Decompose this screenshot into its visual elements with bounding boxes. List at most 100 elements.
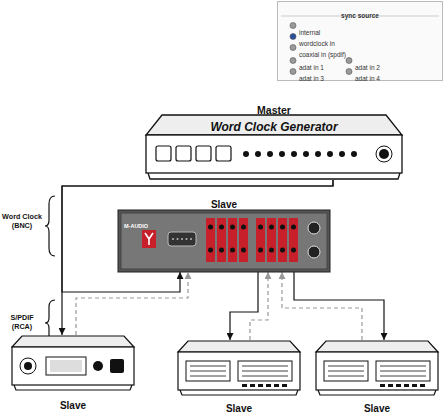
settings-panel: sync sourceinternalwordclock incoaxial i… — [277, 1, 443, 81]
device-top — [146, 115, 402, 135]
cable — [62, 180, 333, 335]
connector-pin — [181, 238, 183, 240]
device-text: adat in 2 — [355, 64, 380, 72]
slot-line — [328, 366, 364, 367]
connector-pin — [190, 238, 192, 240]
device-text: internal — [299, 29, 320, 37]
transport-key — [380, 384, 385, 387]
device-front — [12, 347, 134, 385]
jack-hole — [269, 225, 274, 230]
device-front — [316, 352, 438, 390]
knob — [20, 358, 36, 374]
jack-hole — [280, 225, 285, 230]
jack-hole — [241, 225, 246, 230]
tape-slot — [186, 361, 230, 381]
status-led — [243, 151, 249, 157]
radio-button — [290, 45, 296, 51]
cable — [230, 272, 258, 340]
device-text: Word Clock Generator — [210, 120, 337, 135]
slot-line — [190, 376, 226, 377]
rack-face — [121, 213, 327, 269]
rca-jack — [289, 218, 298, 262]
device-front — [178, 352, 300, 390]
display — [238, 361, 292, 381]
knob-cap — [379, 149, 389, 159]
phone-jack — [308, 222, 320, 234]
device-heading: Slave — [364, 402, 390, 415]
status-led — [315, 151, 321, 157]
jack-hole — [230, 225, 235, 230]
transport-key — [412, 384, 417, 387]
slot-line — [380, 366, 426, 367]
word-clock-bracket — [45, 196, 55, 256]
device-text: adat in 1 — [299, 64, 324, 72]
power-button — [110, 359, 124, 373]
device-text: wordclock in — [299, 40, 335, 48]
slot-line — [380, 376, 426, 377]
control-knob — [93, 361, 103, 371]
rca-jack — [217, 218, 226, 262]
word-clock-generator: MasterWord Clock Generator — [140, 100, 408, 180]
jack-hole — [258, 225, 263, 230]
jack-hole — [258, 248, 263, 253]
jack-hole — [291, 248, 296, 253]
device-text: adat in 4 — [355, 75, 380, 83]
spdif-cable — [76, 272, 188, 335]
slot-line — [190, 371, 226, 372]
display — [376, 361, 430, 381]
jack-hole — [280, 248, 285, 253]
front-button — [176, 146, 191, 161]
slot-line — [190, 366, 226, 367]
connector-pin — [177, 238, 179, 240]
transport-key — [282, 384, 287, 387]
slave-device: Slave — [10, 335, 136, 411]
slot-line — [328, 371, 364, 372]
radio-button — [346, 58, 352, 64]
spdif-cable — [282, 272, 362, 340]
device-heading: Slave — [60, 399, 86, 412]
signal-label: Word Clock (BNC) — [0, 212, 44, 230]
radio-button — [290, 23, 296, 29]
jack-hole — [241, 248, 246, 253]
device-illustration — [10, 335, 136, 411]
radio-button — [290, 69, 296, 75]
slot-line — [242, 366, 288, 367]
logo-glyph — [145, 233, 153, 245]
tape-slot — [324, 361, 368, 381]
phone-jack — [308, 246, 320, 258]
transport-key — [388, 384, 393, 387]
rca-jack — [228, 218, 237, 262]
jack-hole — [219, 248, 224, 253]
logo-mark — [142, 230, 156, 248]
status-led — [255, 151, 261, 157]
device-heading: Slave — [211, 198, 237, 211]
slave-device: Slave — [176, 340, 302, 416]
device-top — [178, 341, 300, 352]
status-led — [303, 151, 309, 157]
transport-key — [404, 384, 409, 387]
status-led — [291, 151, 297, 157]
device-heading: Slave — [226, 402, 252, 415]
transport-key — [242, 384, 247, 387]
device-text: coaxial in (spdif) — [299, 51, 346, 59]
jack-hole — [208, 225, 213, 230]
panel-frame — [278, 2, 443, 81]
radio-button — [290, 58, 296, 64]
device-top — [316, 341, 438, 352]
radio-button — [346, 69, 352, 75]
knob — [376, 146, 392, 162]
status-led — [327, 151, 333, 157]
jack-hole — [208, 248, 213, 253]
rca-jack — [256, 218, 265, 262]
transport-key — [250, 384, 255, 387]
slot-line — [328, 376, 364, 377]
cable — [294, 272, 384, 340]
spdif-cable — [250, 272, 268, 340]
device-text: adat in 3 — [299, 75, 324, 83]
display — [46, 357, 86, 375]
db-connector — [168, 232, 196, 246]
knob-cap — [24, 362, 32, 370]
status-led — [267, 151, 273, 157]
transport-key — [266, 384, 271, 387]
display-screen — [50, 360, 82, 372]
